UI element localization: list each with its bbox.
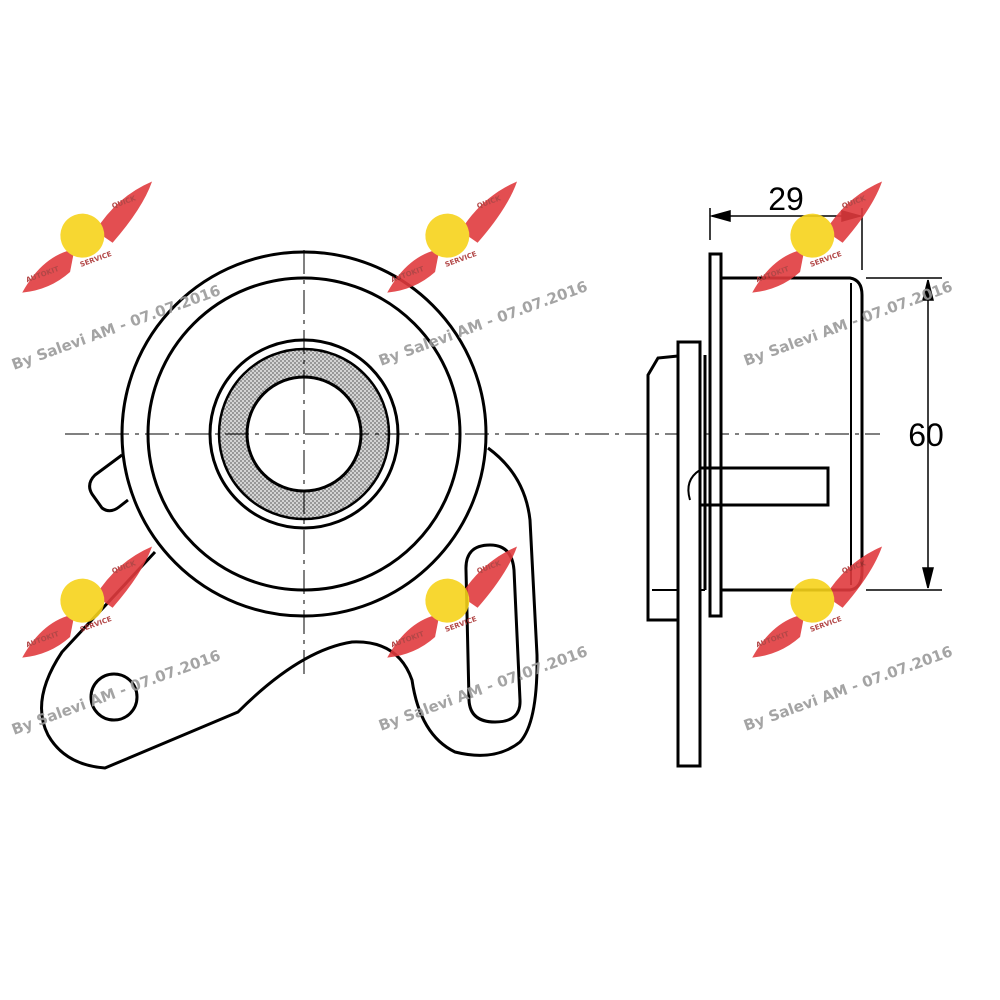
shaft-profile — [700, 466, 830, 507]
right-wing-icon — [460, 181, 518, 243]
watermark-6: AUTOKIT QUICK SERVICE By Salevi AM - 07.… — [741, 546, 955, 735]
left-wing-icon — [387, 249, 440, 293]
watermark-3: AUTOKIT QUICK SERVICE By Salevi AM - 07.… — [741, 181, 955, 370]
width-arrow-left — [709, 210, 731, 222]
badge-icon — [790, 213, 835, 258]
base-plate — [676, 340, 702, 768]
tensioner-tab — [88, 453, 129, 513]
left-wing-icon — [752, 249, 805, 293]
right-wing-icon — [95, 546, 153, 608]
badge-icon — [60, 213, 105, 258]
left-wing-icon — [752, 614, 805, 658]
adjustment-slot — [464, 543, 522, 724]
height-arrow-bottom — [922, 567, 934, 589]
height-dimension-label: 60 — [908, 417, 944, 453]
right-wing-icon — [825, 546, 883, 608]
badge-icon — [425, 578, 470, 623]
right-wing-icon — [95, 181, 153, 243]
height-arrow-top — [922, 279, 934, 301]
flange-plate — [708, 252, 723, 618]
side-view — [646, 252, 864, 768]
badge-icon — [60, 578, 105, 623]
watermark-credit: By Salevi AM - 07.07.2016 — [741, 277, 955, 369]
badge-icon — [425, 213, 470, 258]
width-dimension-label: 29 — [768, 181, 804, 217]
left-wing-icon — [22, 249, 75, 293]
watermark-logo: AUTOKIT QUICK SERVICE — [22, 181, 153, 293]
center-lines — [65, 250, 880, 678]
hub-housing — [646, 354, 679, 622]
dimensions — [709, 208, 942, 591]
left-wing-icon — [387, 614, 440, 658]
right-wing-icon — [460, 546, 518, 608]
watermark-credit: By Salevi AM - 07.07.2016 — [9, 646, 223, 738]
badge-icon — [790, 578, 835, 623]
watermark-credit: By Salevi AM - 07.07.2016 — [741, 642, 955, 734]
pivot-hole — [89, 672, 139, 722]
shaft-bend — [687, 469, 701, 501]
left-wing-icon — [22, 614, 75, 658]
right-wing-icon — [825, 181, 883, 243]
bracket-outline — [40, 446, 539, 770]
